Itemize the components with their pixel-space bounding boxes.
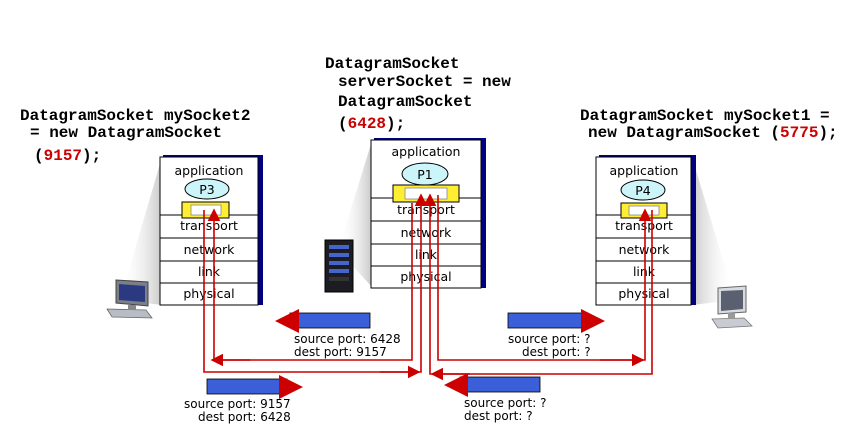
- segment-right-to-server: source port: ? dest port: ?: [444, 373, 547, 423]
- server-icon: [324, 239, 354, 293]
- stack-left-application: application: [175, 163, 244, 178]
- path-server-to-left: [207, 203, 413, 361]
- segment-right-to-server-dst: dest port: ?: [464, 409, 533, 423]
- code-left-tail: );: [82, 147, 101, 165]
- process-p3-oval: [184, 178, 230, 200]
- segment-server-to-right: source port: ? dest port: ?: [507, 309, 605, 359]
- code-right: DatagramSocket mySocket1 = new DatagramS…: [580, 107, 838, 142]
- client-computer-left-icon: [106, 279, 153, 319]
- svg-text:new DatagramSocket (5775);: new DatagramSocket (5775);: [588, 124, 838, 142]
- code-right-line1: DatagramSocket mySocket1 =: [580, 107, 830, 125]
- code-left: DatagramSocket mySocket2 = new DatagramS…: [20, 107, 250, 165]
- code-center-line1: DatagramSocket: [325, 55, 459, 73]
- svg-text:DatagramSocket mySocket2: DatagramSocket mySocket2: [20, 107, 250, 125]
- stack-left-link: link: [198, 264, 221, 279]
- svg-text:DatagramSocket mySocket1 =: DatagramSocket mySocket1 =: [580, 107, 830, 125]
- stack-center: application P1 transport network link ph…: [370, 138, 486, 289]
- path-left-to-server: [203, 193, 428, 373]
- code-right-tail: );: [818, 124, 837, 142]
- process-p1-label: P1: [417, 167, 433, 182]
- svg-text:DatagramSocket: DatagramSocket: [325, 55, 459, 73]
- svg-text:(9157);: (9157);: [34, 147, 101, 165]
- code-center-tail: );: [386, 115, 405, 133]
- data-paths: [203, 193, 653, 381]
- svg-text:serverSocket = new: serverSocket = new: [338, 73, 511, 91]
- code-left-port: 9157: [44, 147, 82, 165]
- left-beam: [120, 157, 162, 305]
- segment-server-to-right-dst: dest port: ?: [522, 345, 591, 359]
- svg-text:= new DatagramSocket: = new DatagramSocket: [30, 124, 222, 142]
- segment-left-to-server: source port: 9157 dest port: 6428: [184, 375, 303, 424]
- svg-text:DatagramSocket: DatagramSocket: [338, 93, 472, 111]
- segment-left-to-server-dst: dest port: 6428: [198, 410, 291, 424]
- stack-center-network: network: [401, 225, 453, 240]
- stack-right-physical: physical: [618, 286, 669, 301]
- code-center-line3: DatagramSocket: [338, 93, 472, 111]
- right-beam: [692, 157, 735, 305]
- process-p4-oval: [620, 179, 666, 201]
- stack-center-transport: transport: [397, 202, 455, 217]
- stack-right: application P4 transport network link ph…: [595, 155, 696, 306]
- stack-left-physical: physical: [183, 286, 234, 301]
- process-p3-label: P3: [199, 182, 215, 197]
- stack-left-network: network: [184, 242, 236, 257]
- segment-right-to-server-src: source port: ?: [464, 396, 547, 410]
- code-center: DatagramSocket serverSocket = new Datagr…: [325, 55, 511, 133]
- segment-server-to-left: source port: 6428 dest port: 9157: [275, 309, 401, 359]
- path-server-to-right: [437, 195, 652, 361]
- segment-server-to-right-src: source port: ?: [508, 332, 591, 346]
- path-right-to-server: [423, 193, 653, 375]
- code-center-port: 6428: [348, 115, 386, 133]
- code-right-line2: new DatagramSocket (: [588, 124, 780, 142]
- segment-server-to-left-dst: dest port: 9157: [294, 345, 387, 359]
- code-left-line1: DatagramSocket mySocket2: [20, 107, 250, 125]
- code-left-line2: = new DatagramSocket: [30, 124, 222, 142]
- client-computer-right-icon: [711, 285, 753, 329]
- segment-server-to-left-src: source port: 6428: [294, 332, 401, 346]
- stack-right-application: application: [610, 163, 679, 178]
- code-center-line2: serverSocket = new: [338, 73, 511, 91]
- stack-right-transport: transport: [615, 218, 673, 233]
- stack-left: application P3 transport network link ph…: [159, 155, 263, 306]
- stack-center-link: link: [415, 247, 438, 262]
- code-right-port: 5775: [780, 124, 818, 142]
- stack-center-application: application: [392, 144, 461, 159]
- svg-text:(6428);: (6428);: [338, 115, 405, 133]
- segment-left-to-server-src: source port: 9157: [184, 397, 291, 411]
- stack-left-transport: transport: [180, 218, 238, 233]
- stack-center-physical: physical: [400, 269, 451, 284]
- process-p4-label: P4: [635, 183, 651, 198]
